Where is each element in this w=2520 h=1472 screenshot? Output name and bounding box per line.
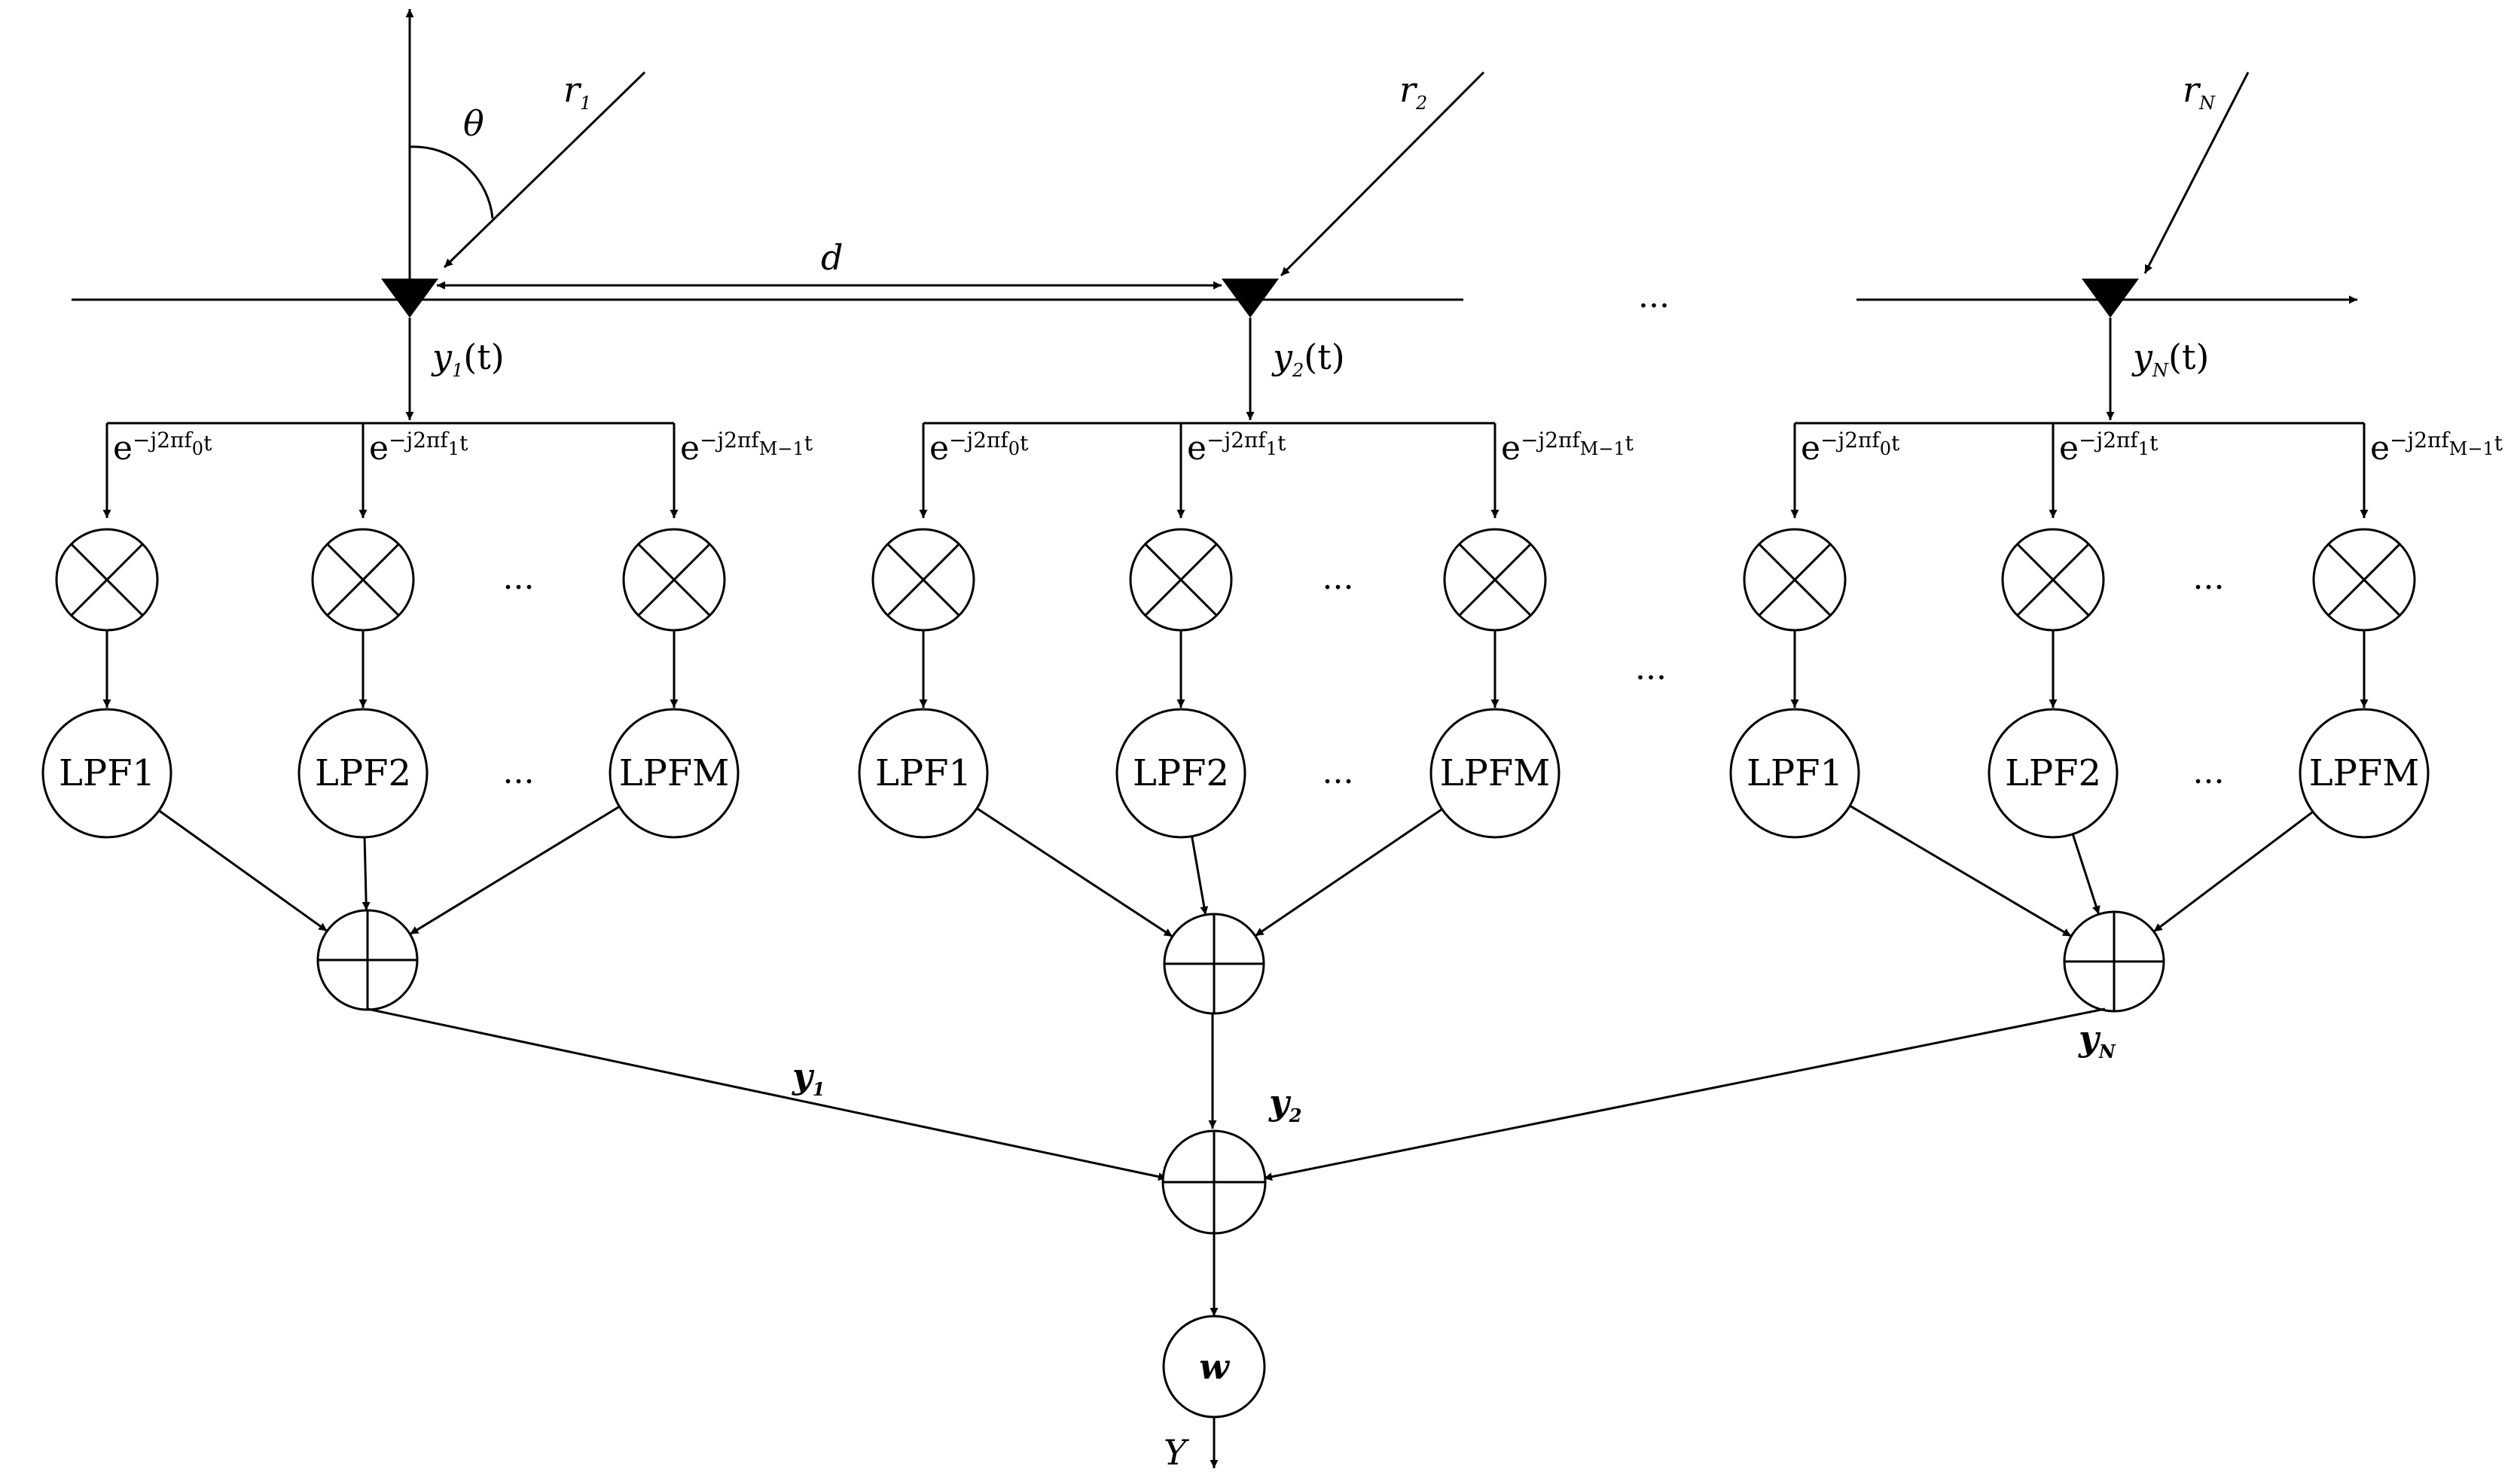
weight-label: w <box>1199 1346 1230 1387</box>
lpf-to-sum-arrow <box>1191 837 1209 916</box>
link-sum1-to-final <box>367 1007 1167 1181</box>
mixing-exponential-label: e−j2πf0t <box>113 428 212 468</box>
mixer-multiply-node <box>1129 528 1233 632</box>
lpf-label: LPF1 <box>1747 752 1843 794</box>
ray-label-1: r1 <box>563 69 591 114</box>
lpf-label: LPF1 <box>59 752 155 794</box>
mixer-multiply-node <box>311 528 415 632</box>
mixing-exponential-label: e−j2πfM−1t <box>680 428 813 468</box>
sum-output-label-2: y2 <box>1268 1082 1301 1126</box>
sensor-triangle-1 <box>381 279 438 318</box>
lowpass-filter-node <box>1729 708 1860 839</box>
angle-label: θ <box>463 103 484 144</box>
lpf-to-sum-arrow <box>2152 811 2314 933</box>
lpf-label: LPFM <box>619 752 730 794</box>
angle-arc <box>409 145 494 219</box>
sensor-signal-label: y1(t) <box>431 337 505 381</box>
lowpass-filter-node <box>1115 708 1246 839</box>
ellipsis-mixers: ... <box>1323 559 1354 597</box>
ellipsis-filters: ... <box>1323 753 1354 791</box>
summing-junction <box>2063 910 2165 1013</box>
sensor-signal-label: yN(t) <box>2131 337 2209 381</box>
final-output-label: Y <box>1164 1432 1190 1472</box>
array-geometry: θ d ... r1 r2 rN <box>72 9 2357 318</box>
ray-label-N: rN <box>2183 69 2216 114</box>
mixer-multiply-node <box>2001 528 2105 632</box>
lpf-label: LPF1 <box>875 752 972 794</box>
lpf-to-sum-arrow <box>2072 834 2101 915</box>
final-summing-junction <box>1161 1129 1267 1235</box>
incident-ray-2 <box>1280 71 1485 277</box>
ellipsis-mixers: ... <box>2193 559 2225 597</box>
lpf-label: LPF2 <box>315 752 411 794</box>
ellipsis-filters: ... <box>503 753 535 791</box>
mixing-exponential-label: e−j2πf0t <box>1801 428 1900 468</box>
ellipsis-mixers: ... <box>503 559 535 597</box>
lpf-to-sum-arrow <box>977 807 1173 938</box>
lpf-label: LPF2 <box>1133 752 1229 794</box>
sensor-triangle-2 <box>1222 279 1279 318</box>
sensor-triangle-N <box>2082 279 2139 318</box>
lpf-to-sum-arrow <box>362 837 371 911</box>
lpf-label: LPFM <box>1440 752 1551 794</box>
mixing-exponential-label: e−j2πf1t <box>2059 428 2158 468</box>
lowpass-filter-node <box>297 708 429 839</box>
sum-output-label-N: yN <box>2078 1018 2116 1062</box>
mixing-exponential-label: e−j2πf0t <box>929 428 1029 468</box>
mixer-multiply-node <box>622 528 726 632</box>
sensor-processing-groups: y1(t)e−j2πf0tLPF1e−j2πf1tLPF2e−j2πfM−1tL… <box>41 318 2503 1015</box>
incident-ray-1 <box>443 71 646 269</box>
processing-group-3: yN(t)e−j2πf0tLPF1e−j2πf1tLPF2e−j2πfM−1tL… <box>1729 318 2503 1013</box>
processing-group-1: y1(t)e−j2πf0tLPF1e−j2πf1tLPF2e−j2πfM−1tL… <box>41 318 813 1011</box>
lpf-label: LPF2 <box>2005 752 2101 794</box>
mixer-multiply-node <box>1443 528 1547 632</box>
lpf-to-sum-arrow <box>1254 809 1442 937</box>
combiner-section: y1 y2 yN w Y <box>367 1007 2116 1472</box>
summing-junction <box>316 909 419 1011</box>
ray-label-2: r2 <box>1399 69 1427 114</box>
sensor-signal-label: y2(t) <box>1271 337 1345 381</box>
mixer-multiply-node <box>1743 528 1847 632</box>
summing-junction <box>1163 913 1265 1015</box>
lpf-to-sum-arrow <box>159 809 328 932</box>
lowpass-filter-node <box>41 708 172 839</box>
lpf-to-sum-arrow <box>1850 805 2072 937</box>
ellipsis-groups: ... <box>1635 649 1667 687</box>
lowpass-filter-node <box>2299 708 2430 839</box>
lowpass-filter-node <box>858 708 989 839</box>
ellipsis-array: ... <box>1638 277 1670 315</box>
mixer-multiply-node <box>55 528 159 632</box>
mixing-exponential-label: e−j2πf1t <box>369 428 468 468</box>
lowpass-filter-node <box>1429 708 1561 839</box>
spacing-label: d <box>821 237 843 278</box>
processing-group-2: y2(t)e−j2πf0tLPF1e−j2πf1tLPF2e−j2πfM−1tL… <box>858 318 1634 1015</box>
sum-output-label-1: y1 <box>792 1056 825 1100</box>
lowpass-filter-node <box>609 708 740 839</box>
incident-ray-N <box>2143 72 2250 274</box>
mixing-exponential-label: e−j2πf1t <box>1187 428 1286 468</box>
lpf-label: LPFM <box>2309 752 2420 794</box>
lowpass-filter-node <box>1988 708 2119 839</box>
link-sumN-to-final <box>1263 1007 2106 1181</box>
mixing-exponential-label: e−j2πfM−1t <box>1501 428 1634 468</box>
mixer-multiply-node <box>871 528 975 632</box>
ellipsis-filters: ... <box>2193 753 2225 791</box>
mixing-exponential-label: e−j2πfM−1t <box>2370 428 2503 468</box>
lpf-to-sum-arrow <box>409 806 620 935</box>
mixer-multiply-node <box>2312 528 2416 632</box>
